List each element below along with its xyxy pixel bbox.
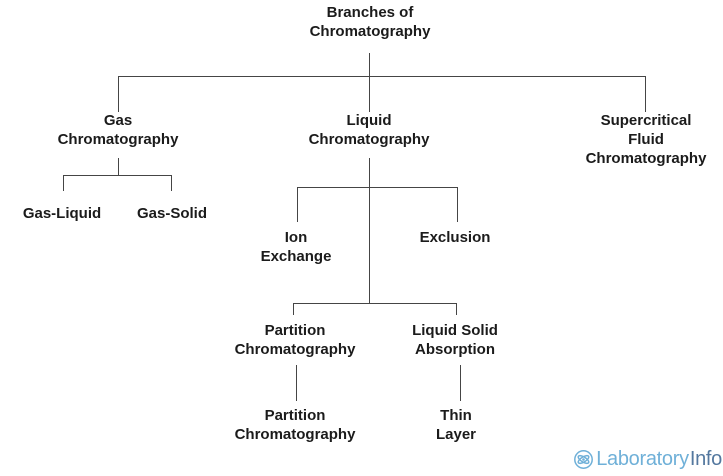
connector-partition-child-stem <box>296 365 297 401</box>
node-thin-layer: Thin Layer <box>435 407 477 443</box>
connector-gas-stem <box>118 158 119 175</box>
node-exclusion: Exclusion <box>419 229 491 246</box>
connector-exclusion-drop <box>457 187 458 222</box>
node-supercritical-fluid-chromatography: Supercritical Fluid Chromatography <box>585 112 707 167</box>
connector-thin-layer-stem <box>460 365 461 401</box>
connector-ion-exclusion-hbar <box>297 187 457 188</box>
connector-liquid-solid-drop <box>456 303 457 315</box>
node-partition-chromatography: Partition Chromatography <box>234 322 356 358</box>
node-branches-of-chromatography: Branches of Chromatography <box>309 4 431 40</box>
logo-text-laboratory: Laboratory <box>596 448 689 470</box>
node-gas-solid: Gas-Solid <box>136 205 208 222</box>
connector-main-hbar <box>118 76 645 77</box>
connector-title-stem <box>369 53 370 76</box>
connector-gas-liquid-drop <box>63 175 64 191</box>
connector-liquid-drop <box>369 76 370 112</box>
node-gas-liquid: Gas-Liquid <box>22 205 102 222</box>
logo-text-info: Info <box>689 448 722 470</box>
node-partition-chromatography-child: Partition Chromatography <box>234 407 356 443</box>
connector-gas-drop <box>118 76 119 112</box>
connector-gas-hbar <box>63 175 171 176</box>
node-liquid-solid-absorption: Liquid Solid Absorption <box>412 322 498 358</box>
atom-icon <box>574 450 594 469</box>
node-liquid-chromatography: Liquid Chromatography <box>308 112 430 148</box>
connector-liquid-stem <box>369 158 370 303</box>
node-gas-chromatography: Gas Chromatography <box>57 112 179 148</box>
connector-gas-solid-drop <box>171 175 172 191</box>
connector-supercritical-drop <box>645 76 646 112</box>
connector-ion-exchange-drop <box>297 187 298 222</box>
node-ion-exchange: Ion Exchange <box>260 229 332 265</box>
connector-partition-drop <box>293 303 294 315</box>
connector-partition-hbar <box>293 303 456 304</box>
